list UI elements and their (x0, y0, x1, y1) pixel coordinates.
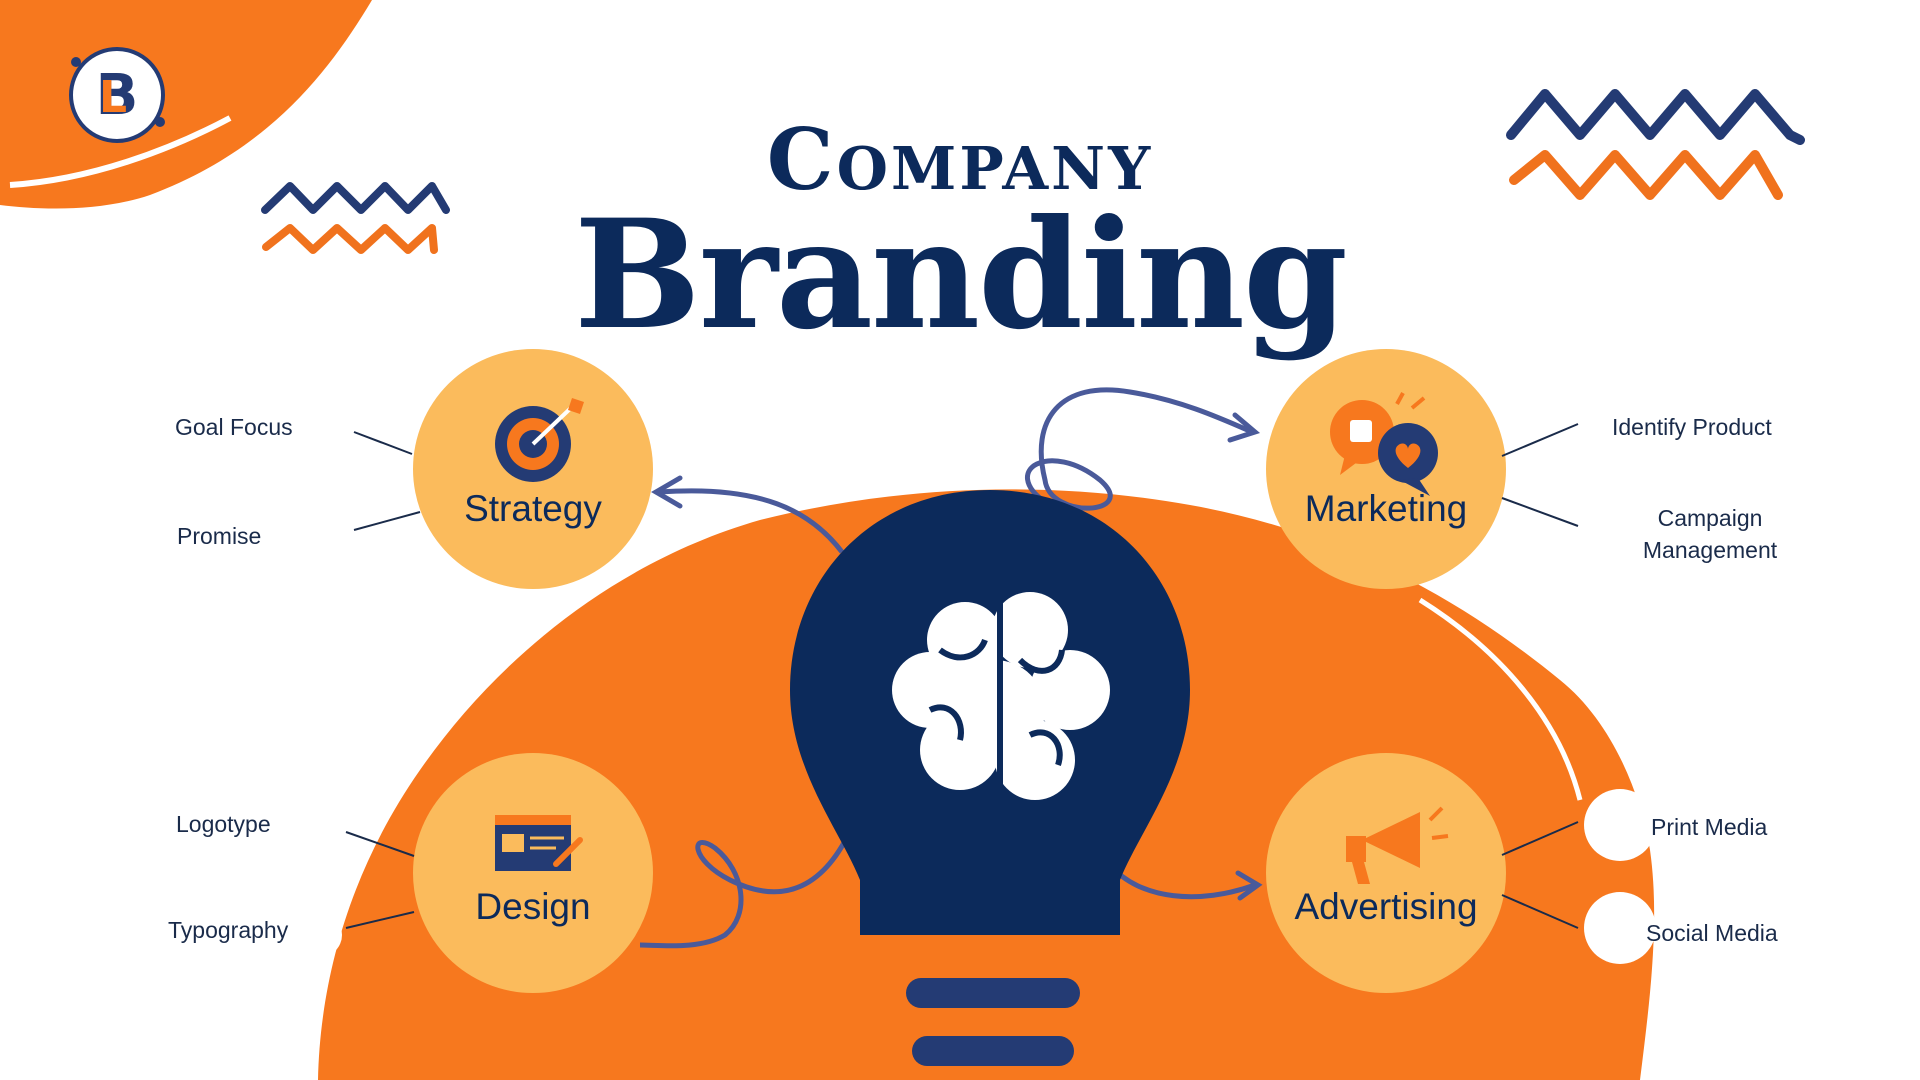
leader-promise (353, 511, 421, 531)
arrow-head-advertising (1235, 870, 1263, 901)
social-media-label: Social Media (1646, 920, 1778, 946)
identify-product-label: Identify Product (1612, 414, 1772, 440)
corner-brush-shape (0, 0, 372, 209)
zigzag-large-navy (1506, 89, 1805, 145)
connector-to-design (639, 819, 858, 949)
brand-logo-b-icon: B L (69, 47, 165, 143)
leader-goal-focus (353, 431, 413, 455)
leader-social-media (1501, 894, 1579, 929)
svg-text:L: L (99, 72, 127, 123)
design-circle (413, 753, 653, 993)
title-line1: Company (766, 110, 1154, 209)
browser-window-pencil-icon (495, 815, 583, 871)
blob-notch-left (298, 913, 342, 957)
campaign-management-label: Campaign Management (1642, 505, 1778, 563)
logotype-label: Logotype (176, 811, 271, 837)
zigzag-small-navy (261, 182, 450, 214)
marketing-label: Marketing (1304, 488, 1468, 529)
connector-to-strategy (659, 488, 844, 554)
leader-print-media (1501, 821, 1579, 856)
leader-identify-product (1501, 423, 1579, 457)
goal-focus-label: Goal Focus (175, 414, 293, 440)
blob-notch-top (1584, 789, 1656, 861)
zigzag-large-orange (1509, 150, 1783, 200)
arrow-head-marketing (1227, 412, 1261, 443)
promise-label: Promise (177, 523, 262, 549)
leader-logotype (345, 831, 415, 857)
zigzag-small-orange (262, 224, 438, 254)
svg-text:B: B (96, 63, 139, 128)
megaphone-icon (1346, 806, 1449, 884)
typography-label: Typography (168, 917, 289, 943)
lightbulb-brain-icon (790, 490, 1190, 1066)
design-label: Design (475, 886, 591, 927)
connector-to-marketing (1024, 387, 1254, 511)
corner-brush-streak (9, 115, 232, 188)
blob-notch-bottom (1584, 892, 1656, 964)
advertising-circle (1266, 753, 1506, 993)
advertising-label: Advertising (1294, 886, 1478, 927)
like-heart-chat-icon (1330, 392, 1438, 496)
blob-brush-streak (1418, 597, 1583, 801)
target-icon (495, 398, 584, 482)
title-line2: Branding (574, 187, 1348, 363)
arrow-head-strategy (651, 475, 683, 509)
leader-campaign-management (1501, 497, 1579, 527)
strategy-label: Strategy (464, 488, 602, 529)
print-media-label: Print Media (1651, 814, 1768, 840)
leader-typography (345, 911, 415, 929)
